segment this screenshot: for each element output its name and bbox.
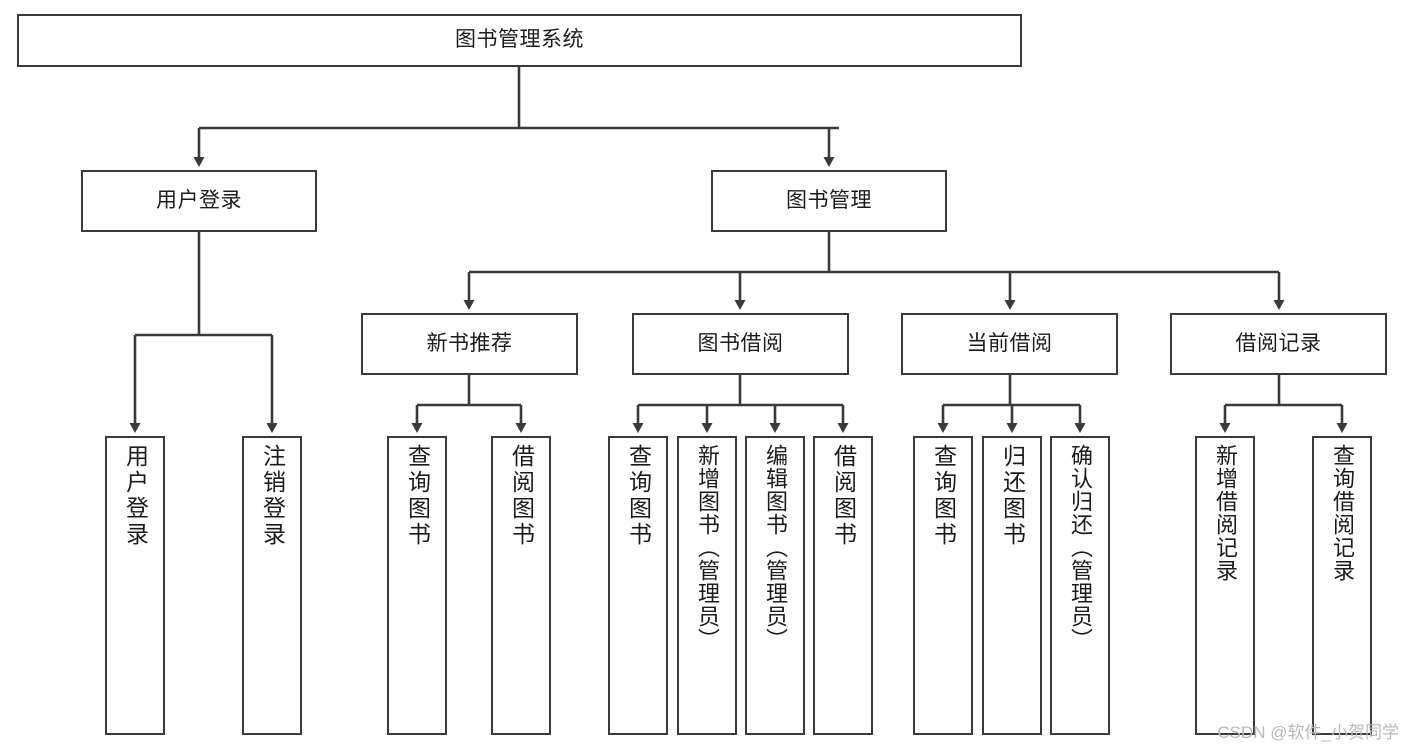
- node-new-book-rec-label: 新书推荐: [426, 331, 513, 355]
- node-leaf-return-book[interactable]: 归还图书: [982, 436, 1042, 735]
- node-current-borrow[interactable]: 当前借阅: [901, 313, 1118, 375]
- node-leaf-add-book-label: 新增图书（管理员）: [695, 444, 720, 651]
- node-leaf-user-login[interactable]: 用户登录: [105, 436, 165, 735]
- node-leaf-query-record[interactable]: 查询借阅记录: [1312, 436, 1372, 735]
- node-book-manage[interactable]: 图书管理: [711, 170, 947, 232]
- node-user-login[interactable]: 用户登录: [81, 170, 317, 232]
- node-borrow-record[interactable]: 借阅记录: [1170, 313, 1387, 375]
- node-borrow-record-label: 借阅记录: [1235, 331, 1322, 355]
- node-leaf-borrow-book-1[interactable]: 借阅图书: [491, 436, 551, 735]
- node-book-manage-label: 图书管理: [786, 188, 872, 212]
- node-current-borrow-label: 当前借阅: [966, 331, 1053, 355]
- node-new-book-rec[interactable]: 新书推荐: [361, 313, 578, 375]
- node-book-borrow-label: 图书借阅: [697, 331, 784, 355]
- node-leaf-query-book-1[interactable]: 查询图书: [387, 436, 447, 735]
- node-user-login-label: 用户登录: [156, 188, 242, 212]
- node-leaf-confirm-return-label: 确认归还（管理员）: [1068, 444, 1093, 651]
- node-leaf-query-book-3[interactable]: 查询图书: [913, 436, 973, 735]
- node-leaf-add-record-label: 新增借阅记录: [1213, 444, 1238, 582]
- node-leaf-confirm-return[interactable]: 确认归还（管理员）: [1050, 436, 1110, 735]
- csdn-watermark: CSDN @软件_小贺同学: [1217, 723, 1399, 742]
- node-leaf-add-record[interactable]: 新增借阅记录: [1195, 436, 1255, 735]
- node-leaf-edit-book[interactable]: 编辑图书（管理员）: [745, 436, 805, 735]
- node-leaf-logout-label: 注销登录: [259, 444, 286, 548]
- node-leaf-query-record-label: 查询借阅记录: [1330, 444, 1355, 582]
- node-leaf-query-book-2-label: 查询图书: [625, 444, 652, 548]
- node-leaf-return-book-label: 归还图书: [999, 444, 1026, 548]
- node-leaf-add-book[interactable]: 新增图书（管理员）: [677, 436, 737, 735]
- node-root-label: 图书管理系统: [455, 28, 584, 52]
- node-leaf-logout[interactable]: 注销登录: [242, 436, 302, 735]
- node-leaf-query-book-1-label: 查询图书: [404, 444, 431, 548]
- node-leaf-user-login-label: 用户登录: [122, 444, 149, 548]
- node-leaf-borrow-book-2-label: 借阅图书: [830, 444, 857, 548]
- node-leaf-query-book-2[interactable]: 查询图书: [608, 436, 668, 735]
- node-leaf-edit-book-label: 编辑图书（管理员）: [763, 444, 788, 651]
- node-leaf-query-book-3-label: 查询图书: [930, 444, 957, 548]
- node-root[interactable]: 图书管理系统: [17, 14, 1022, 67]
- node-leaf-borrow-book-1-label: 借阅图书: [508, 444, 535, 548]
- node-book-borrow[interactable]: 图书借阅: [632, 313, 849, 375]
- node-leaf-borrow-book-2[interactable]: 借阅图书: [813, 436, 873, 735]
